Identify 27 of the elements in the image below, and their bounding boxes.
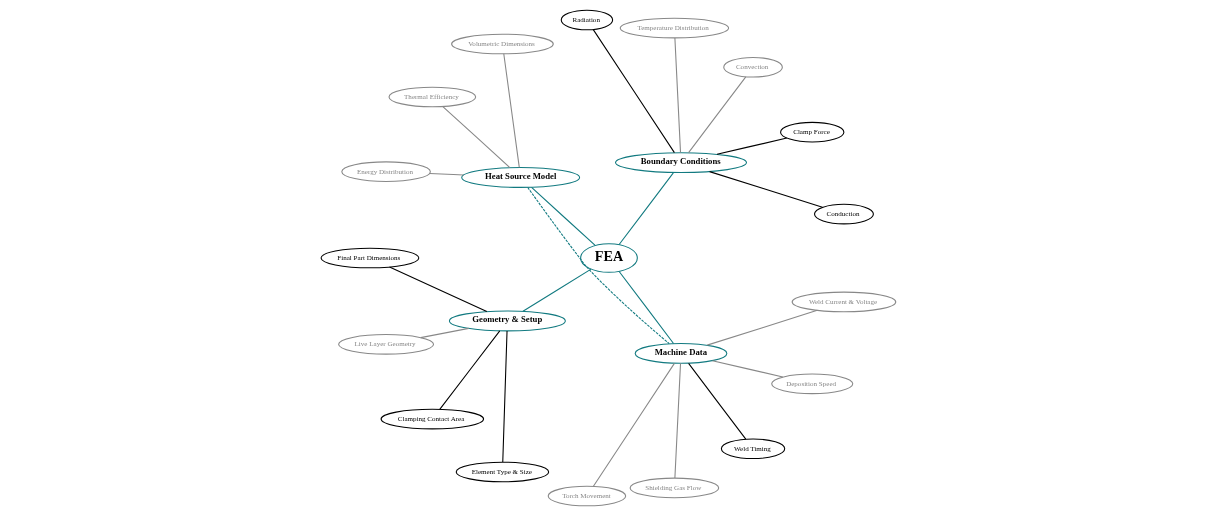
connector xyxy=(503,53,520,168)
connector xyxy=(688,76,747,154)
connector xyxy=(706,309,818,346)
connector xyxy=(709,171,823,208)
connector xyxy=(618,270,675,344)
connector xyxy=(502,330,508,463)
node-ellipse: Machine Data xyxy=(634,342,728,364)
connector xyxy=(442,106,511,169)
connector xyxy=(711,360,784,378)
node-ellipse: Boundary Conditions xyxy=(615,152,748,174)
connector xyxy=(716,137,788,155)
connector xyxy=(389,266,488,313)
connector xyxy=(420,327,470,339)
connector xyxy=(592,362,675,487)
connector xyxy=(439,330,501,410)
node-ellipse: Heat Source Model xyxy=(461,167,581,188)
connector xyxy=(527,186,670,345)
node-ellipse: FEA xyxy=(580,243,638,273)
connector xyxy=(688,362,747,440)
connector xyxy=(592,29,675,154)
connector xyxy=(522,268,592,312)
connector xyxy=(531,186,596,246)
node-ellipse: Geometry & Setup xyxy=(448,310,566,332)
connector xyxy=(674,37,682,154)
connector xyxy=(618,172,674,246)
connector xyxy=(429,173,465,176)
connector xyxy=(674,362,682,479)
